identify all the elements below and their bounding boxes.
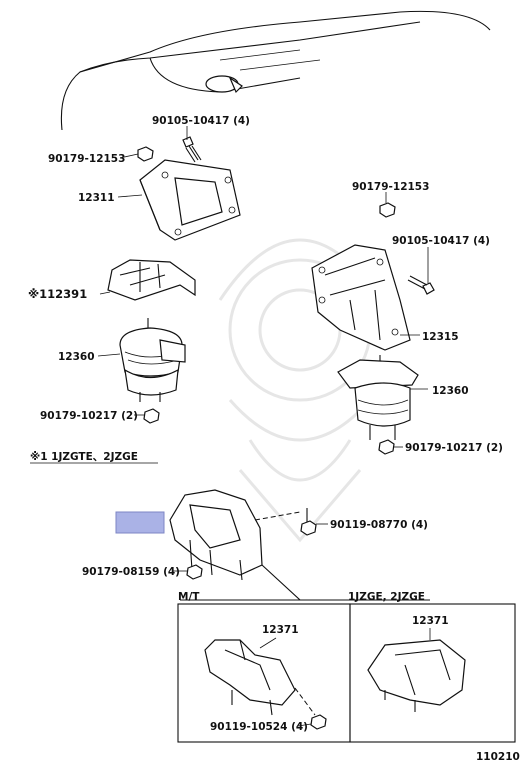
box-right-title: 1JZGE, 2JZGE xyxy=(348,591,425,603)
rear-mount-mt-12371 xyxy=(204,639,327,730)
engine-mount-insulator-right-12360 xyxy=(337,355,419,440)
label-bracket-left: 12311 xyxy=(78,192,115,204)
label-nut-right-bottom: 90179-10217 (2) xyxy=(405,442,503,454)
label-bracket-right: 12315 xyxy=(422,331,459,343)
label-insulator-right: 12360 xyxy=(432,385,469,397)
note-text: ※1 1JZGTE、2JZGE xyxy=(30,451,138,463)
label-rear-mount-at: 12371 xyxy=(412,615,449,627)
nut-left-top xyxy=(137,146,154,162)
label-nut-left-top: 90179-12153 xyxy=(48,153,125,165)
label-rear-mount-mt: 12371 xyxy=(262,624,299,636)
rear-mount-center xyxy=(169,489,308,581)
nut-right-bottom xyxy=(378,439,395,455)
highlight-box xyxy=(115,511,165,534)
leader-lines xyxy=(97,126,431,727)
label-insulator-note-part: ※112391 xyxy=(28,287,87,301)
label-nut-right-top: 90179-12153 xyxy=(352,181,429,193)
rear-mount-at-12371 xyxy=(367,639,466,712)
box-left-title: M/T xyxy=(178,591,200,603)
engine-mount-insulator-left-12360 xyxy=(119,318,186,402)
nut-rear xyxy=(186,564,203,580)
label-insulator-left: 12360 xyxy=(58,351,95,363)
nut-right-top xyxy=(379,202,396,218)
figure-number: 110210 xyxy=(476,751,520,763)
label-bolt-top-left: 90105-10417 (4) xyxy=(152,115,250,127)
bracket-right-12315 xyxy=(311,244,411,351)
bolt-rear xyxy=(300,520,317,536)
label-bolt-rear: 90119-08770 (4) xyxy=(330,519,428,531)
label-nut-rear: 90179-08159 (4) xyxy=(82,566,180,578)
label-bolt-mt: 90119-10524 (4) xyxy=(210,721,308,733)
label-nut-left-bottom: 90179-10217 (2) xyxy=(40,410,138,422)
label-bolt-right: 90105-10417 (4) xyxy=(392,235,490,247)
bolt-right xyxy=(407,275,435,295)
bolt-top-left xyxy=(182,136,202,163)
nut-left-bottom xyxy=(143,408,160,424)
box-at xyxy=(349,603,516,743)
engine-top-outline xyxy=(60,10,491,131)
insulator-plate-left-12391 xyxy=(107,259,196,301)
bracket-left-12311 xyxy=(139,159,241,241)
